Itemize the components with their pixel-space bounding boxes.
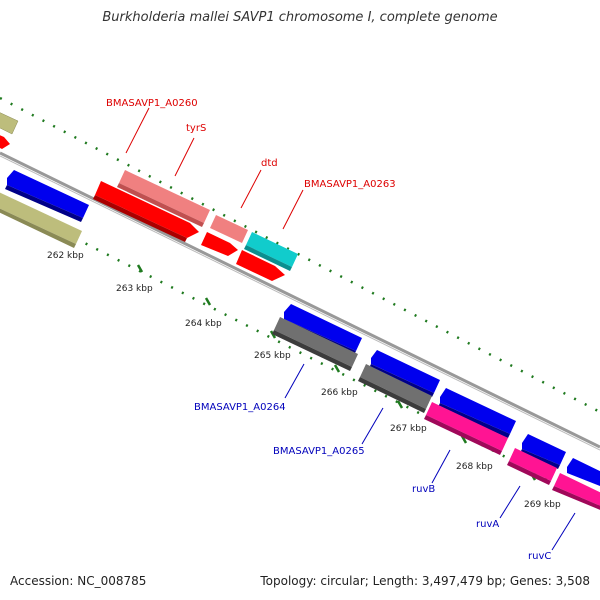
gene-dtd-arrow [201,232,238,256]
leader-BMASAVP1-A0264 [284,363,305,399]
leader-ruvA [499,485,521,519]
gene-ruvB-blue [440,388,516,434]
leader-ruvB [431,449,451,484]
gene-ruvA-blue-shade [520,449,560,469]
tick-label-262: 262 kbp [47,251,84,261]
gene-ruvA-blue [522,434,566,465]
tick-label-265: 265 kbp [254,351,291,361]
tick-264 [204,297,212,306]
tick-266 [333,364,341,373]
tick-label-264: 264 kbp [185,319,222,329]
leader-BMASAVP1-A0260 [125,107,150,154]
tick-label-266: 266 kbp [321,388,358,398]
accession-text: Accession: NC_008785 [10,574,147,588]
gene-A0263-arrow [236,250,285,281]
tick-265 [269,330,277,339]
gene-BMASAVP1-A0264 [284,304,362,351]
label-BMASAVP1-A0263: BMASAVP1_A0263 [304,179,396,190]
gene-gray-A0265 [360,364,432,409]
genome-stats-text: Topology: circular; Length: 3,497,479 bp… [260,574,590,588]
tick-263 [136,264,144,273]
outer-tick-ring [0,96,600,414]
gene-BMASAVP1-A0260-arrow [95,181,199,238]
map-title: Burkholderia mallei SAVP1 chromosome I, … [102,10,498,25]
leader-ruvC [551,512,576,551]
label-dtd: dtd [261,158,278,169]
gene-gray-A0264-shade [272,330,352,371]
gene-ruvC [554,473,600,506]
gene-olive-top-left [0,112,19,135]
gene-BMASAVP1-A0263-shade [244,245,292,271]
gene-olive-left-shade [0,208,76,248]
gene-ruvA-shade [507,461,551,485]
gene-red-top-left [0,135,10,149]
leader-tyrS [174,137,195,177]
gene-ruvB-shade [424,415,502,455]
tick-label-269: 269 kbp [524,500,561,510]
label-tyrS: tyrS [186,123,206,134]
label-BMASAVP1-A0264: BMASAVP1_A0264 [194,402,286,413]
gene-ruvB-blue-shade [438,403,510,438]
gene-olive-left [0,192,82,244]
tick-label-268: 268 kbp [456,462,493,472]
gene-BMASAVP1-A0265-shade [369,364,434,397]
label-ruvB: ruvB [412,484,435,495]
inner-tick-ring [0,198,600,507]
label-ruvC: ruvC [528,551,551,562]
tick-label-267: 267 kbp [390,424,427,434]
gene-BMASAVP1-A0260-shade [93,195,187,242]
label-BMASAVP1-A0265: BMASAVP1_A0265 [273,446,365,457]
backbone-outer [0,151,600,449]
gene-ruvC-blue [567,458,600,487]
leader-BMASAVP1-A0265 [361,407,384,445]
tick-label-263: 263 kbp [116,284,153,294]
leader-dtd [240,169,262,209]
gene-gray-A0264 [274,317,358,367]
label-ruvA: ruvA [476,519,499,530]
gene-ruvC-shade [552,486,600,510]
backbone-inner [0,155,600,451]
gene-tyrS [119,170,210,223]
gene-BMASAVP1-A0263 [246,232,298,267]
gene-ruvB [426,402,508,451]
label-BMASAVP1-A0260: BMASAVP1_A0260 [106,98,198,109]
gene-gray-A0265-shade [358,377,426,413]
gene-tyrS-shade [117,183,204,227]
leader-BMASAVP1-A0263 [282,189,304,230]
gene-dtd [210,215,248,243]
gene-blue-left [7,170,89,218]
gene-blue-left-shade [5,185,83,222]
tick-267 [396,400,404,409]
gene-ruvA [509,448,557,481]
tick-marks [70,231,537,481]
gene-BMASAVP1-A0265 [371,350,440,393]
